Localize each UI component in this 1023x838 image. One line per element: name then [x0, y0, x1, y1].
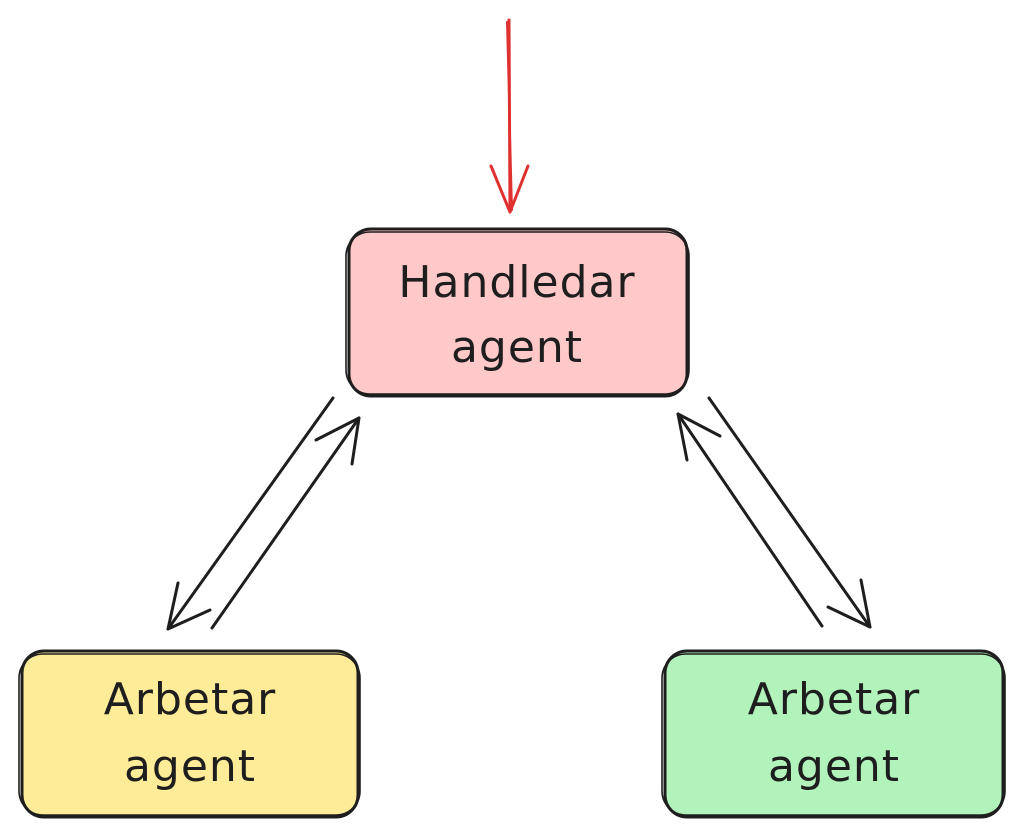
worker-left-label-line1: Arbetar: [104, 674, 277, 725]
worker-left-to-leader-arrow: [210, 416, 361, 630]
worker-right-to-leader-arrow-head: [676, 412, 722, 462]
worker-right-box-sketch: [661, 653, 1006, 816]
leader-to-worker-left-arrow-head: [166, 581, 212, 631]
leader-label-line2: agent: [451, 322, 583, 373]
worker-right-label-line2: agent: [768, 741, 900, 792]
left-arrows: [166, 396, 361, 631]
worker-left-node: Arbetar agent: [18, 649, 361, 819]
leader-to-worker-right-arrow-head: [826, 578, 872, 629]
worker-right-label-line1: Arbetar: [748, 674, 921, 725]
leader-to-worker-right-arrow: [707, 396, 872, 629]
worker-right-node: Arbetar agent: [661, 649, 1006, 819]
leader-to-worker-left-arrow: [166, 396, 335, 631]
leader-box-sketch: [345, 231, 690, 395]
worker-left-box-sketch: [18, 653, 361, 816]
worker-right-to-leader-arrow: [676, 412, 824, 628]
leader-label-line1: Handledar: [398, 257, 635, 308]
worker-left-to-leader-arrow-head: [314, 416, 361, 466]
input-arrow-shaft-sketch: [506, 21, 513, 211]
input-arrow: [489, 18, 530, 214]
input-arrow-head: [489, 164, 530, 214]
worker-left-box: [20, 649, 360, 819]
worker-right-box: [663, 649, 1005, 819]
leader-box: [347, 227, 689, 398]
leader-node: Handledar agent: [345, 227, 690, 398]
right-arrows: [676, 396, 872, 629]
worker-left-label-line2: agent: [124, 741, 256, 792]
